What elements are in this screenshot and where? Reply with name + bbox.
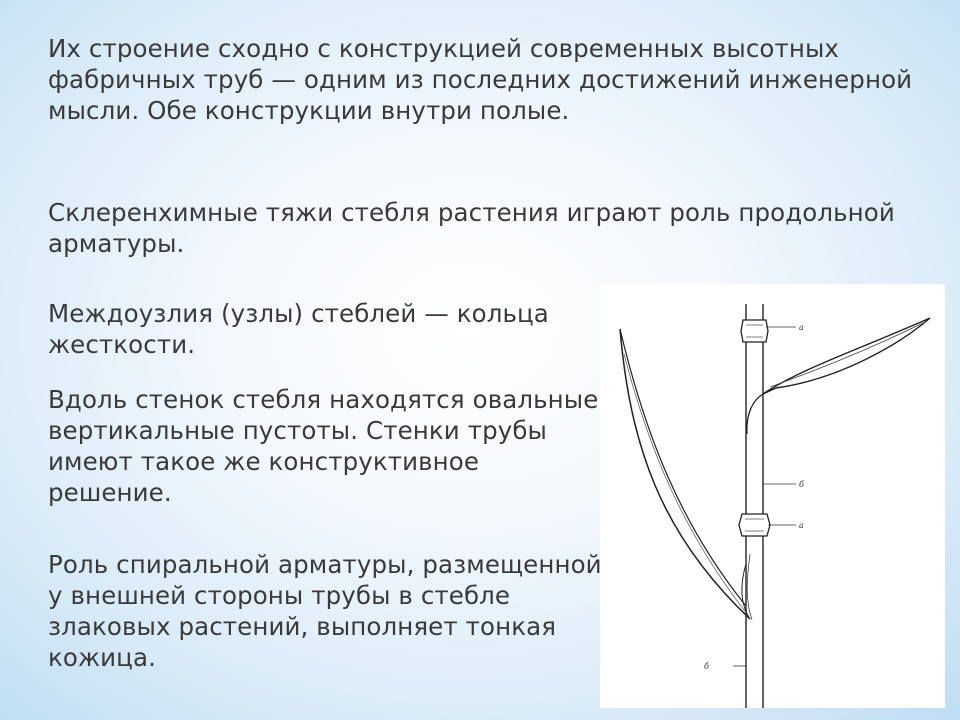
label-node-bottom: а <box>799 521 804 530</box>
label-bottom: б <box>704 662 709 671</box>
paragraph-sclerenchyma: Склеренхимные тяжи стебля растения играю… <box>48 198 895 258</box>
paragraph-tube-structure: Их строение сходно с конструкцией соврем… <box>48 34 913 125</box>
paragraph-spiral-reinforcement: Роль спиральной арматуры, размещенной у … <box>48 550 602 672</box>
label-node-top: а <box>799 323 804 332</box>
paragraph-internodes: Междоузлия (узлы) стеблей — кольца жестк… <box>48 299 549 359</box>
label-internode: б <box>799 480 804 489</box>
stem-illustration: а б а б <box>600 284 945 708</box>
stem-drawing: а б а б <box>619 304 931 708</box>
paragraph-cavities: Вдоль стенок стебля находятся овальные в… <box>48 385 599 507</box>
